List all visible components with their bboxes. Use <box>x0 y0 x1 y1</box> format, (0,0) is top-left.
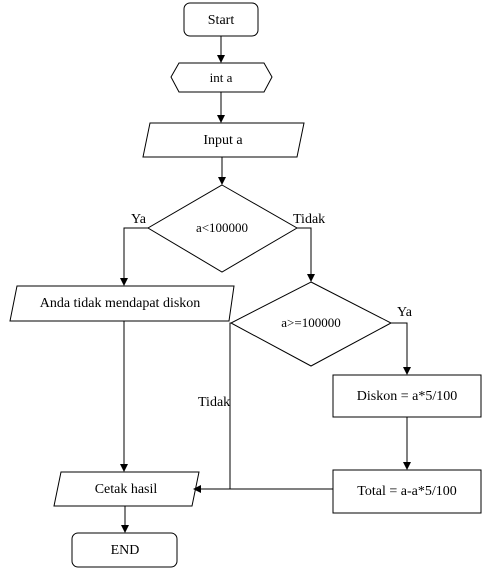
edge-decision2-no <box>229 322 231 489</box>
decision1-label: a<100000 <box>196 220 248 235</box>
discount-node: Diskon = a*5/100 <box>332 374 482 418</box>
decision1-no-label: Tidak <box>293 212 325 227</box>
declare-label: int a <box>210 70 233 85</box>
start-node: Start <box>183 2 259 37</box>
discount-label: Diskon = a*5/100 <box>357 389 457 404</box>
end-label: END <box>111 543 140 558</box>
print-node: Cetak hasil <box>53 471 200 507</box>
decision2-label: a>=100000 <box>281 315 340 330</box>
decision1-yes-label: Ya <box>131 212 147 227</box>
input-node: Input a <box>142 122 305 158</box>
edge-decision1-no <box>297 227 315 282</box>
declare-node: int a <box>170 62 273 93</box>
input-label: Input a <box>203 133 243 148</box>
total-label: Total = a-a*5/100 <box>357 484 456 499</box>
print-label: Cetak hasil <box>95 482 158 497</box>
edge-decision2-yes <box>391 322 411 375</box>
total-node: Total = a-a*5/100 <box>332 469 482 514</box>
edge-decision1-yes <box>120 227 148 286</box>
decision2-yes-label: Ya <box>397 305 413 320</box>
decision2-no-label: Tidak <box>198 395 230 410</box>
no-discount-label: Anda tidak mendapat diskon <box>40 296 201 311</box>
end-node: END <box>71 532 178 568</box>
start-label: Start <box>208 13 235 28</box>
no-discount-node: Anda tidak mendapat diskon <box>9 285 235 322</box>
decision2-node: a>=100000 <box>229 281 393 367</box>
decision1-node: a<100000 <box>147 184 298 273</box>
